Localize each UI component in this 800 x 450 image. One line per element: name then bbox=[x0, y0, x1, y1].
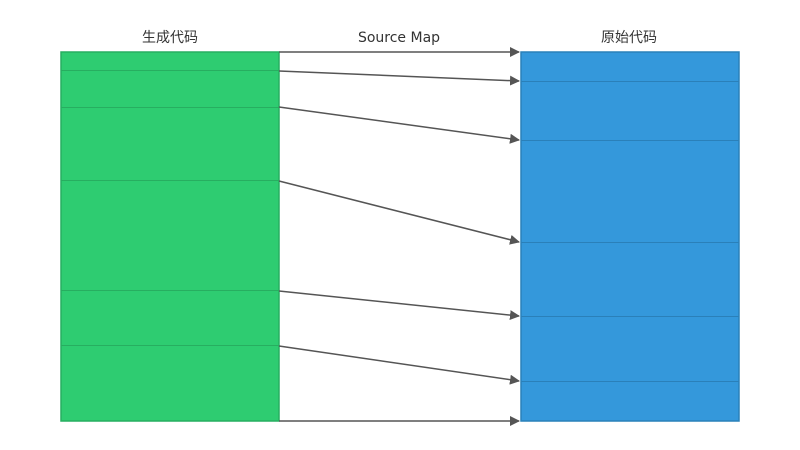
generated-code-title: 生成代码 bbox=[142, 30, 198, 46]
original-code-title: 原始代码 bbox=[601, 30, 657, 46]
mapping-arrow bbox=[278, 345, 520, 385]
mapping-arrow bbox=[278, 70, 520, 86]
mapping-arrow bbox=[278, 180, 520, 245]
mapping-arrows bbox=[278, 47, 520, 426]
generated-code-block bbox=[60, 51, 280, 422]
mapping-arrow bbox=[278, 290, 520, 321]
original-code-block bbox=[520, 51, 740, 422]
source-map-title: Source Map bbox=[358, 30, 440, 46]
original-code-dividers bbox=[521, 81, 739, 382]
mapping-arrow bbox=[278, 106, 520, 144]
generated-code-dividers bbox=[61, 70, 279, 346]
